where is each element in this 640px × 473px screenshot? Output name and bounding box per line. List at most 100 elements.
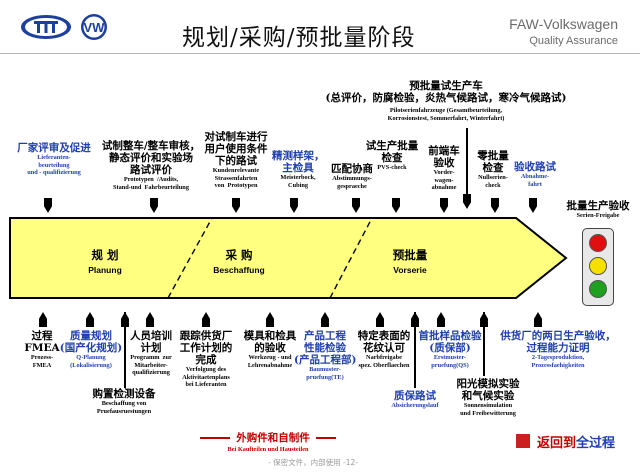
milestone-marker xyxy=(86,312,94,327)
milestone-cn: 人员培训 计划 xyxy=(130,330,172,354)
milestone-marker xyxy=(534,312,542,327)
legend-de: Bei Kaufteilen und Hausteilen xyxy=(227,446,309,453)
milestone-marker xyxy=(146,312,154,327)
milestone-cn: 过程 FMEA xyxy=(24,330,60,354)
milestone-de: Prototypen /Audits, Stand-und Fahrbeurte… xyxy=(113,176,189,191)
top-milestone: 零批量 检查 Nullserien- check xyxy=(471,150,515,189)
legend: 外购件和自制件 Bei Kaufteilen und Hausteilen xyxy=(188,432,348,454)
top-milestone: 验收路试 Abnahme- fahrt xyxy=(505,161,565,188)
traffic-light-icon xyxy=(582,228,614,306)
milestone-de: Sonnensimulation und Freibewitterung xyxy=(460,402,516,417)
back-link-part1[interactable]: 返回到 xyxy=(537,436,577,451)
milestone-marker xyxy=(39,312,47,327)
milestone-de: Serien-Freigabe xyxy=(576,212,620,219)
vw-logo-icon: VW xyxy=(81,14,107,40)
milestone-de: Verfolgung des Aktivitaetenplans bei Lie… xyxy=(182,366,230,388)
milestone-cn: 验收路试 xyxy=(514,161,556,173)
stage-preseries-de: Vorserie xyxy=(393,265,427,275)
milestone-marker xyxy=(232,198,240,213)
milestone-cn: 试生产批量 检查 xyxy=(365,140,419,164)
back-link-part2[interactable]: 全过程 xyxy=(576,436,616,451)
milestone-cn: 对试制车进行 用户使用条件 下的路试 xyxy=(204,131,268,167)
milestone-cn: 精测样架， 主检具 xyxy=(272,150,325,174)
milestone-de: 2-Tagesproduktion, Prozessfaehigkeiten xyxy=(531,354,585,369)
brand-subtitle: Quality Assurance xyxy=(529,35,618,47)
bottom-milestone: 产品工程 性能检验 (产品工程部) Baumuster- pruefung(TE… xyxy=(294,330,356,381)
milestone-de: Narbfreigabe spez. Oberflaechen xyxy=(358,354,410,369)
milestone-marker xyxy=(44,198,52,213)
milestone-cn: 购置检测设备 xyxy=(92,388,156,400)
milestone-de: Abstimmungs- gespraeche xyxy=(332,175,372,190)
milestone-marker xyxy=(463,194,471,209)
milestone-marker xyxy=(266,312,274,327)
milestone-de: Baumuster- pruefung(TE) xyxy=(306,366,344,381)
legend-cn: 外购件和自制件 xyxy=(236,432,310,444)
milestone-de: Kundenrelevante Strassenfahrten von Prot… xyxy=(212,167,260,189)
milestone-de: Lieferanten- beurteilung und - qualifizi… xyxy=(27,154,81,176)
milestone-marker xyxy=(290,198,298,213)
milestone-cn: 特定表面的 花纹认可 xyxy=(357,330,411,354)
stage-planning-cn: 规 划 xyxy=(91,248,119,262)
milestone-cn: 首批样品检验 (质保部) xyxy=(418,330,482,354)
stage-procurement-de: Beschaffung xyxy=(213,265,265,275)
milestone-de: Absicherungslauf xyxy=(391,402,439,409)
milestone-cn: 预批量试生产车 (总评价，防腐检验，炎热气候路试，寒冷气候路试) xyxy=(325,80,567,104)
stage-planning-de: Planung xyxy=(88,265,122,275)
milestone-cn: 批量生产验收 xyxy=(566,200,630,212)
milestone-cn: 供货厂的两日生产验收， 过程能力证明 xyxy=(500,330,616,354)
top-milestone: 厂家评审及促进 Lieferanten- beurteilung und - q… xyxy=(14,142,94,177)
connector xyxy=(124,312,126,388)
milestone-cn: 前端车 验收 xyxy=(428,145,460,169)
milestone-cn: 零批量 检查 xyxy=(477,150,509,174)
bottom-milestone: 跟踪供货厂 工作计划的 完成 Verfolgung des Aktivitaet… xyxy=(172,330,240,389)
brand: FAW-Volkswagen Quality Assurance xyxy=(509,16,618,47)
bottom-milestone: 供货厂的两日生产验收， 过程能力证明 2-Tagesproduktion, Pr… xyxy=(480,330,636,369)
back-icon[interactable] xyxy=(516,434,530,448)
milestone-marker xyxy=(202,312,210,327)
bottom-milestone: 特定表面的 花纹认可 Narbfreigabe spez. Oberflaech… xyxy=(352,330,416,369)
milestone-de: Programm zur Mitarbeiter- qualifizierung xyxy=(130,354,172,376)
milestone-cn: 跟踪供货厂 工作计划的 完成 xyxy=(179,330,233,366)
milestone-cn: 产品工程 性能检验 (产品工程部) xyxy=(294,330,357,366)
bottom-milestone: 过程 FMEA Prozess- FMEA xyxy=(14,330,70,369)
timeline-arrow xyxy=(9,217,568,299)
connector xyxy=(414,312,416,388)
yellow-light-icon xyxy=(589,257,607,275)
milestone-de: Prozess- FMEA xyxy=(30,354,54,369)
connector xyxy=(483,312,485,376)
milestone-de: Abnahme- fahrt xyxy=(520,173,550,188)
bottom-milestone: 模具和检具 的验收 Werkzeug - und Lehrenabnahme xyxy=(236,330,304,369)
milestone-de: Pilotserienfahrzeuge (Gesamtbeurteilung,… xyxy=(387,107,505,122)
brand-name: FAW-Volkswagen xyxy=(509,16,618,32)
bottom-milestone: 质量规划 (国产化规划) Q-Planung (Lokalisierung) xyxy=(56,330,126,369)
footer-text: - 保密文件，内部使用 -12- xyxy=(268,458,358,467)
legend-dash-right xyxy=(315,437,336,439)
bottom-milestone: 人员培训 计划 Programm zur Mitarbeiter- qualif… xyxy=(124,330,178,377)
milestone-marker xyxy=(437,312,445,327)
milestone-cn: 质保路试 xyxy=(394,390,436,402)
top-milestone: 精测样架， 主检具 Meisterbock, Cubing xyxy=(272,150,325,189)
milestone-de: Erstmuster- pruefung(QS) xyxy=(431,354,469,369)
milestone-de: Vorder- wagen- abnahme xyxy=(431,169,457,191)
back-link[interactable]: 返回到全过程 xyxy=(537,432,615,451)
legend-row: 外购件和自制件 xyxy=(188,432,348,444)
bottom-milestone: 购置检测设备 Beschaffung von Pruefausruestunge… xyxy=(82,388,166,415)
top-milestone: 匹配协商 Abstimmungs- gespraeche xyxy=(324,163,380,190)
milestone-de: Beschaffung von Pruefausruestungen xyxy=(96,400,152,415)
milestone-marker xyxy=(491,198,499,213)
milestone-cn: 模具和检具 的验收 xyxy=(243,330,297,354)
milestone-marker xyxy=(440,198,448,213)
top-milestone: 前端车 验收 Vorder- wagen- abnahme xyxy=(419,145,469,192)
milestone-marker xyxy=(529,198,537,213)
page-title: 规划/采购/预批量阶段 xyxy=(182,25,416,51)
milestone-marker xyxy=(321,312,329,327)
faw-logo-icon xyxy=(21,15,71,39)
milestone-marker xyxy=(392,198,400,213)
milestone-cn: 厂家评审及促进 xyxy=(17,142,91,154)
milestone-marker xyxy=(121,312,129,327)
pilot-connector xyxy=(466,128,468,196)
milestone-de: PVS-check xyxy=(377,164,407,171)
red-light-icon xyxy=(589,234,607,252)
milestone-de: Meisterbock, Cubing xyxy=(280,174,316,189)
svg-text:VW: VW xyxy=(84,20,106,35)
